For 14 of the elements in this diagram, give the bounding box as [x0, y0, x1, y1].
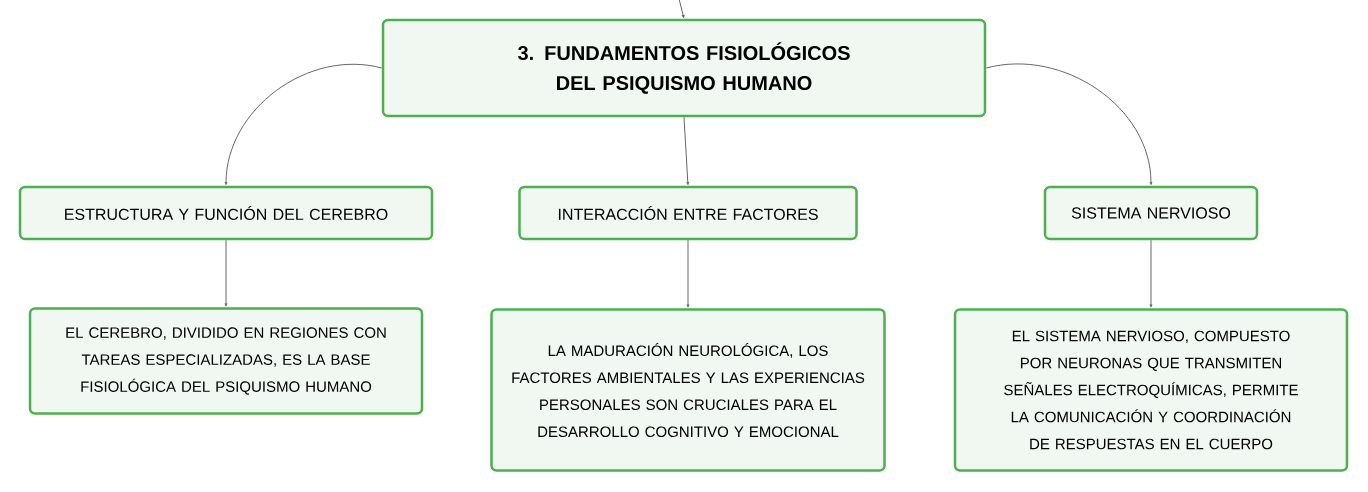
arrow [686, 239, 690, 308]
description-box: EL SISTEMA NERVIOSO, COMPUESTO POR NEURONAS QUE TRANSMITEN SEÑALES ELECTROQUÍMICAS, PERMITE LA COMUNICACIÓN Y COORDINACIÓN DE RESPUESTAS EN EL CUERPO [953, 308, 1349, 472]
description-box: EL CEREBRO, DIVIDIDO EN REGIONES CON TAREAS ESPECIALIZADAS, ES LA BASE FISIOLÓGICA DEL PSIQUISMO HUMANO [28, 307, 424, 415]
arrow [224, 64, 383, 186]
arrow [224, 239, 228, 307]
subtopic-box: ESTRUCTURA Y FUNCIÓN DEL CEREBRO [18, 185, 434, 241]
arrow [985, 63, 1153, 186]
arrow [683, 116, 690, 186]
description-box: LA MADURACIÓN NEUROLÓGICA, LOS FACTORES AMBIENTALES Y LAS EXPERIENCIAS PERSONALES SON CRUCIALES PARA EL DESARROLLO COGNITIVO Y EMOCIONAL [490, 308, 886, 472]
arrow [678, 0, 685, 19]
subtopic-box: INTERACCIÓN ENTRE FACTORES [518, 185, 858, 241]
subtopic-box: SISTEMA NERVIOSO [1043, 185, 1259, 241]
topic-box: 3. FUNDAMENTOS FISIOLÓGICOS DEL PSIQUISMO HUMANO [381, 18, 987, 118]
arrow [1149, 239, 1153, 308]
